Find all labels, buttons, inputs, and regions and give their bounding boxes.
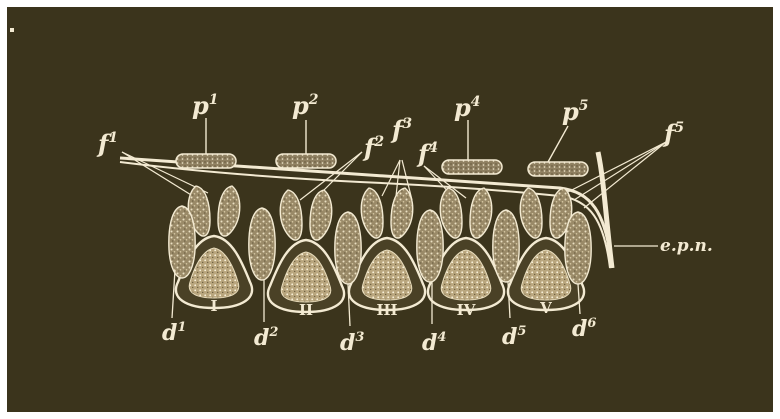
numeral-III: III (376, 301, 397, 319)
lobe-d4 (417, 210, 443, 282)
lobe-d1 (169, 206, 195, 278)
lobe-d5 (493, 210, 519, 282)
lobe-d2 (249, 208, 275, 280)
numeral-II: II (299, 301, 313, 319)
numeral-V: V (539, 299, 552, 317)
numeral-I: I (210, 297, 217, 315)
pad-p2 (276, 154, 336, 168)
lobe-d3 (335, 212, 361, 284)
numeral-IV: IV (457, 301, 476, 319)
plate-background (7, 7, 773, 412)
label-epn: e.p.n. (660, 236, 713, 256)
lobe-d6 (565, 212, 591, 284)
corner-dot (10, 28, 14, 32)
pad-p1 (176, 154, 236, 168)
pad-p5 (528, 162, 588, 176)
pad-p4 (442, 160, 502, 174)
